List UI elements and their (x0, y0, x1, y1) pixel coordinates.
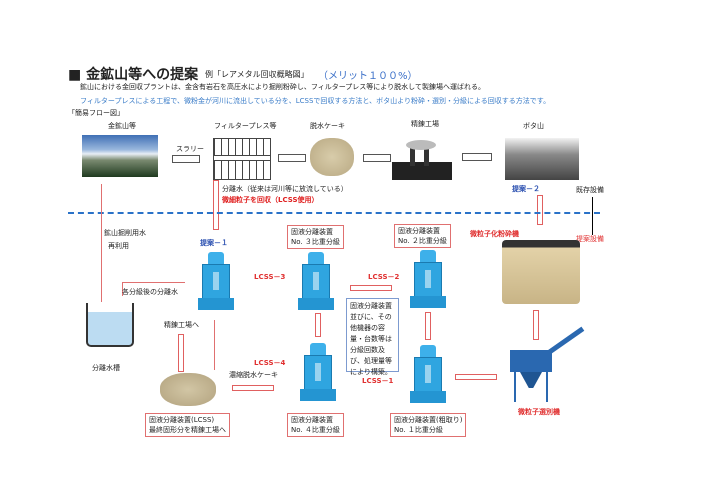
bota-image (505, 138, 579, 180)
no2-box: 固液分離装置 No. ２比重分級 (394, 224, 451, 248)
selector-label: 微粒子選別機 (518, 408, 560, 416)
lcss-1-machine (408, 345, 448, 403)
lcss-machine-proposal (196, 252, 236, 310)
filter-press-image (213, 138, 271, 180)
cake-label: 脱水ケーキ (310, 122, 345, 130)
reuse-line (101, 184, 102, 302)
lcss-1-label: LCSS－1 (362, 377, 394, 385)
water-tank-icon (86, 303, 134, 347)
water-return-line-down (122, 282, 123, 296)
arrow-down-icon (533, 310, 539, 340)
arrow-up-icon (178, 334, 184, 372)
conc-cake-label: 濃縮脱水ケーキ (229, 371, 278, 379)
lcss-2-machine (408, 250, 448, 308)
lcss-3-machine (296, 252, 336, 310)
lcss-4-machine (298, 343, 338, 401)
arrow-left-icon (232, 385, 274, 391)
each-water-label: 各分級後の分離水 (122, 288, 178, 296)
existing-equipment-label: 既存設備 (576, 186, 604, 194)
to-smelter-label: 精錬工場へ (164, 321, 199, 329)
arrow-right-icon (363, 154, 391, 162)
no3-sub: No. ３比重分級 (291, 238, 340, 246)
proposal-2-label: 提案－２ (512, 185, 540, 193)
arrow-left-icon (350, 285, 392, 291)
example-label: 例「レアメタル回収概略図」 (205, 70, 309, 79)
water-return-line (122, 282, 185, 283)
no1-box: 固液分離装置(粗取り) No. １比重分級 (390, 413, 467, 437)
no4-box: 固液分離装置 No. ４比重分級 (287, 413, 344, 437)
double-arrow-icon (592, 197, 593, 235)
final-title: 固液分離装置(LCSS) (149, 416, 215, 424)
separated-water-label: 分離水（従来は河川等に放流している） (222, 185, 348, 193)
arrow-down-icon (315, 313, 321, 337)
no1-sub: No. １比重分級 (394, 426, 443, 434)
proposal-1-label: 提案－１ (200, 239, 228, 247)
arrow-down-icon (537, 195, 543, 225)
mine-label: 金鉱山等 (108, 122, 136, 130)
arrow-up-icon (425, 312, 431, 340)
arrow-right-icon (278, 154, 306, 162)
no2-title: 固液分離装置 (398, 227, 440, 235)
reuse-label-1: 鉱山掘削用水 (104, 229, 146, 237)
no3-box: 固液分離装置 No. ３比重分級 (287, 225, 344, 249)
arrow-down-icon (213, 180, 219, 230)
recover-label: 微細粒子を回収（LCSS使用） (222, 196, 319, 204)
description-2: フィルタープレスによる工程で、微粉金が河川に流出している分を、LCSSで回収する… (80, 97, 551, 105)
no3-title: 固液分離装置 (291, 228, 333, 236)
no4-title: 固液分離装置 (291, 416, 333, 424)
crusher-label: 微粒子化粉砕機 (470, 230, 519, 238)
arrow-right-icon (462, 153, 492, 161)
lcss-2-label: LCSS－2 (368, 273, 400, 281)
no1-title: 固液分離装置(粗取り) (394, 416, 463, 424)
final-sub: 最終固形分を精錬工場へ (149, 426, 226, 434)
factory-image (392, 140, 452, 180)
filter-label: フィルタープレス等 (214, 122, 277, 130)
note-box: 固液分離装置並びに、その他機器の容量・台数等は分級回数及び、処理量等により構築。 (346, 298, 399, 376)
mine-image (82, 135, 158, 177)
line-down (214, 320, 215, 370)
arrow-right-icon (172, 155, 200, 163)
merit-label: （メリット１００%） (318, 71, 418, 82)
flow-title: 「簡易フロー図」 (68, 109, 124, 117)
lcss-4-label: LCSS－4 (254, 359, 286, 367)
crusher-image (502, 240, 580, 304)
description-1: 鉱山における金回収プラントは、金含有岩石を高圧水により掘削粉砕し、フィルタープレ… (80, 83, 485, 91)
final-box: 固液分離装置(LCSS) 最終固形分を精錬工場へ (145, 413, 230, 437)
boundary-line (68, 212, 600, 214)
reuse-label-2: 再利用 (108, 242, 129, 250)
conc-cake-image (160, 373, 216, 406)
lcss-3-label: LCSS－3 (254, 273, 286, 281)
proposed-equipment-label: 提案設備 (576, 235, 604, 243)
smelter-label: 精錬工場 (411, 120, 439, 128)
page-title: ■ 金鉱山等への提案 (68, 67, 199, 83)
no2-sub: No. ２比重分級 (398, 237, 447, 245)
bota-label: ボタ山 (523, 122, 544, 130)
cake-image (310, 138, 354, 176)
selector-image (510, 326, 586, 404)
slurry-label: スラリー (176, 145, 204, 153)
tank-label: 分離水槽 (92, 364, 120, 372)
arrow-left-icon (455, 374, 497, 380)
no4-sub: No. ４比重分級 (291, 426, 340, 434)
